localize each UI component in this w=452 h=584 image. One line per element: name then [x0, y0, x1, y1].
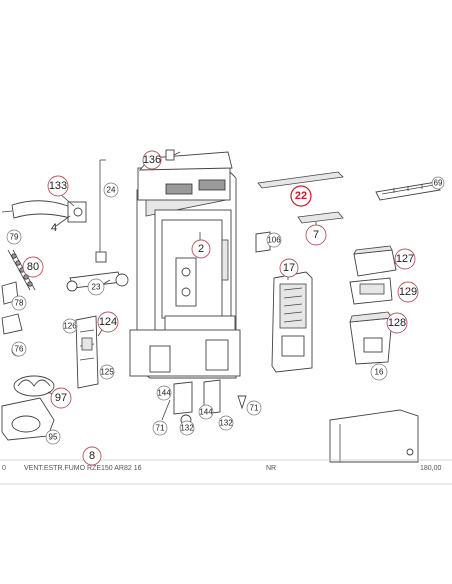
callout-136: 136: [142, 150, 162, 170]
svg-text:80: 80: [27, 261, 39, 273]
svg-text:133: 133: [49, 180, 67, 192]
svg-text:126: 126: [63, 322, 77, 331]
callout-132-b: 132: [218, 415, 234, 431]
ash-pans: [349, 245, 397, 365]
svg-text:24: 24: [107, 186, 116, 195]
svg-text:22: 22: [295, 190, 307, 202]
callout-127: 127: [394, 248, 416, 270]
callout-22: 22: [290, 185, 312, 207]
callout-128: 128: [386, 312, 408, 334]
callout-71-a: 71: [246, 400, 262, 416]
callout-7: 7: [305, 224, 327, 246]
row-price: 180,00: [420, 465, 442, 472]
callout-132-a: 132: [179, 420, 195, 436]
callout-69: 69: [431, 176, 445, 190]
svg-text:4: 4: [51, 222, 57, 234]
svg-text:132: 132: [180, 424, 194, 433]
callout-24: 24: [103, 182, 119, 198]
callout-97: 97: [50, 387, 72, 409]
callout-144-a: 144: [156, 385, 172, 401]
svg-text:124: 124: [99, 316, 117, 328]
svg-text:71: 71: [250, 404, 259, 413]
svg-text:23: 23: [92, 283, 101, 292]
callout-133: 133: [47, 175, 69, 197]
svg-text:71: 71: [156, 424, 165, 433]
fan-assembly: [1, 375, 55, 441]
svg-text:127: 127: [396, 253, 414, 265]
callout-2: 2: [191, 239, 211, 259]
stove-body: [95, 149, 241, 379]
callout-17: 17: [279, 258, 299, 278]
callout-4: 4: [51, 222, 57, 234]
svg-text:79: 79: [10, 233, 19, 242]
left-bracket: [75, 315, 99, 389]
callout-76: 76: [11, 341, 27, 357]
callout-16: 16: [370, 363, 388, 381]
svg-text:129: 129: [399, 286, 417, 298]
svg-text:132: 132: [219, 419, 233, 428]
svg-text:76: 76: [15, 345, 24, 354]
callout-95: 95: [45, 429, 61, 445]
svg-text:2: 2: [198, 243, 204, 255]
svg-text:78: 78: [15, 299, 24, 308]
left-pipes: [1, 200, 129, 357]
svg-text:8: 8: [89, 450, 95, 462]
row-index: 0: [2, 465, 6, 472]
svg-text:7: 7: [313, 229, 319, 241]
svg-text:95: 95: [49, 433, 58, 442]
parts-table-row: 0 VENT.ESTR.FUMO RZE150 AR82 16 NR 180,0…: [0, 459, 452, 485]
svg-text:17: 17: [283, 262, 295, 274]
row-unit: NR: [266, 465, 276, 472]
svg-text:125: 125: [100, 368, 114, 377]
svg-text:106: 106: [267, 236, 281, 245]
callout-125: 125: [99, 364, 115, 380]
row-code: VENT.ESTR.FUMO RZE150 AR82 16: [24, 465, 142, 472]
svg-text:97: 97: [55, 392, 67, 404]
callout-144-b: 144: [198, 404, 214, 420]
callout-78: 78: [11, 295, 27, 311]
svg-text:16: 16: [375, 368, 384, 377]
callout-71-b: 71: [152, 420, 168, 436]
callout-79: 79: [6, 229, 22, 245]
top-plates: [257, 171, 441, 224]
callout-80: 80: [22, 256, 44, 278]
svg-text:69: 69: [434, 179, 443, 188]
svg-text:144: 144: [157, 389, 171, 398]
callout-126: 126: [62, 318, 78, 334]
callout-129: 129: [397, 281, 419, 303]
callout-124: 124: [97, 311, 119, 333]
callouts: 136 133 24 4 22 7 69 2 106 79 80 17 127 …: [6, 150, 445, 466]
grate-panel: [255, 231, 313, 373]
callout-23: 23: [87, 278, 105, 296]
side-panel: [329, 409, 419, 463]
callout-8: 8: [82, 446, 102, 466]
callout-106: 106: [266, 232, 282, 248]
svg-text:144: 144: [199, 408, 213, 417]
svg-text:136: 136: [143, 154, 161, 166]
svg-text:128: 128: [388, 317, 406, 329]
